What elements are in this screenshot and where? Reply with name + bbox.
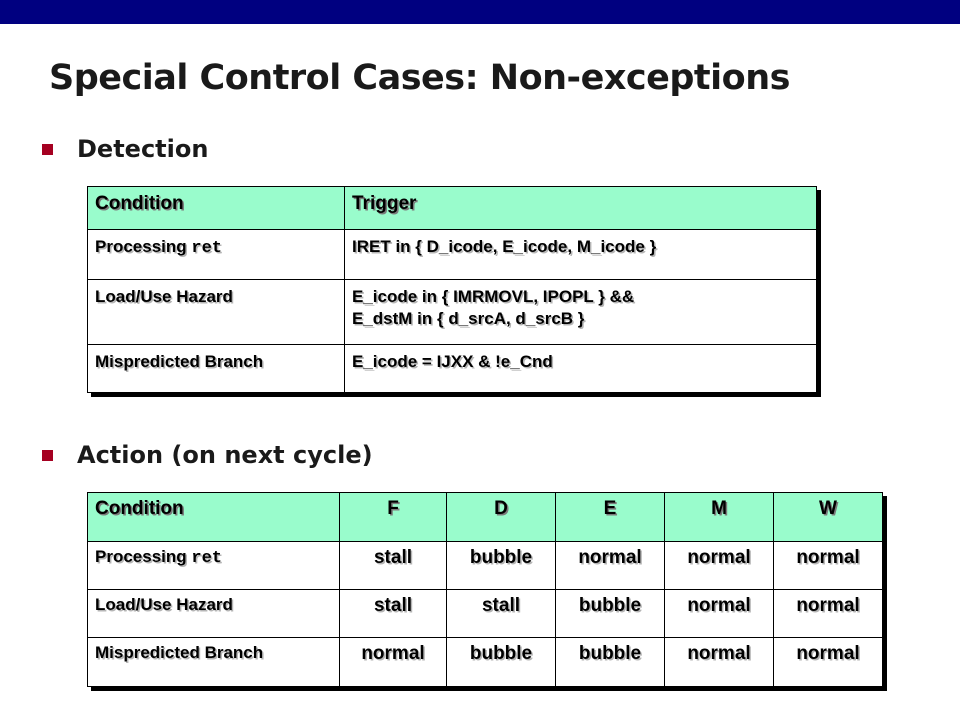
action-table: Condition F D E M W Processing ret stall… bbox=[87, 492, 883, 687]
stage-e-cell: normal bbox=[555, 541, 665, 590]
bullet-square-icon bbox=[42, 143, 53, 155]
detection-header-row: Condition Trigger bbox=[87, 186, 817, 230]
detection-trigger-cell: E_icode = IJXX & !e_Cnd bbox=[344, 344, 817, 393]
action-condition-cell: Mispredicted Branch bbox=[87, 637, 340, 687]
trigger-line: IRET in { D_icode, E_icode, M_icode } bbox=[352, 237, 657, 256]
slide-title: Special Control Cases: Non-exceptions bbox=[49, 58, 790, 98]
action-header-condition: Condition bbox=[87, 492, 340, 542]
action-row: Load/Use Hazard stall stall bubble norma… bbox=[87, 589, 883, 638]
bullet-square-icon bbox=[42, 449, 53, 461]
condition-code: ret bbox=[191, 239, 222, 258]
condition-label: Load/Use Hazard bbox=[95, 287, 233, 306]
condition-label: Processing bbox=[95, 237, 192, 256]
stage-m-cell: normal bbox=[664, 589, 774, 638]
detection-trigger-cell: E_icode in { IMRMOVL, IPOPL } && E_dstM i… bbox=[344, 279, 817, 345]
stage-d-cell: bubble bbox=[446, 541, 556, 590]
bullet-detection-label: Detection bbox=[77, 135, 209, 163]
stage-f-cell: normal bbox=[339, 637, 447, 687]
trigger-line: E_icode = IJXX & !e_Cnd bbox=[352, 352, 553, 371]
stage-e-cell: bubble bbox=[555, 589, 665, 638]
detection-condition-cell: Load/Use Hazard bbox=[87, 279, 345, 345]
detection-condition-cell: Mispredicted Branch bbox=[87, 344, 345, 393]
detection-row: Load/Use Hazard E_icode in { IMRMOVL, IP… bbox=[87, 279, 817, 345]
action-header-w: W bbox=[773, 492, 883, 542]
detection-trigger-cell: IRET in { D_icode, E_icode, M_icode } bbox=[344, 229, 817, 280]
condition-label: Mispredicted Branch bbox=[95, 352, 264, 371]
action-header-f: F bbox=[339, 492, 447, 542]
condition-label: Load/Use Hazard bbox=[95, 595, 233, 614]
bullet-action: Action (on next cycle) bbox=[42, 441, 373, 469]
detection-header-trigger: Trigger bbox=[344, 186, 817, 230]
detection-header-condition: Condition bbox=[87, 186, 345, 230]
action-header-e: E bbox=[555, 492, 665, 542]
stage-m-cell: normal bbox=[664, 637, 774, 687]
stage-w-cell: normal bbox=[773, 541, 883, 590]
trigger-line: E_icode in { IMRMOVL, IPOPL } && bbox=[352, 287, 635, 306]
condition-code: ret bbox=[191, 549, 222, 568]
stage-e-cell: bubble bbox=[555, 637, 665, 687]
detection-condition-cell: Processing ret bbox=[87, 229, 345, 280]
bullet-detection: Detection bbox=[42, 135, 208, 163]
action-header-m: M bbox=[664, 492, 774, 542]
stage-d-cell: bubble bbox=[446, 637, 556, 687]
stage-w-cell: normal bbox=[773, 589, 883, 638]
stage-m-cell: normal bbox=[664, 541, 774, 590]
detection-row: Mispredicted Branch E_icode = IJXX & !e_… bbox=[87, 344, 817, 393]
action-condition-cell: Load/Use Hazard bbox=[87, 589, 340, 638]
action-header-row: Condition F D E M W bbox=[87, 492, 883, 542]
action-row: Processing ret stall bubble normal norma… bbox=[87, 541, 883, 590]
stage-w-cell: normal bbox=[773, 637, 883, 687]
detection-row: Processing ret IRET in { D_icode, E_icod… bbox=[87, 229, 817, 280]
condition-label: Mispredicted Branch bbox=[95, 643, 264, 662]
stage-d-cell: stall bbox=[446, 589, 556, 638]
top-bar bbox=[0, 0, 960, 24]
action-header-d: D bbox=[446, 492, 556, 542]
condition-label: Processing bbox=[95, 547, 192, 566]
action-condition-cell: Processing ret bbox=[87, 541, 340, 590]
trigger-line: E_dstM in { d_srcA, d_srcB } bbox=[352, 309, 585, 328]
stage-f-cell: stall bbox=[339, 541, 447, 590]
action-row: Mispredicted Branch normal bubble bubble… bbox=[87, 637, 883, 687]
bullet-action-label: Action (on next cycle) bbox=[77, 441, 373, 469]
stage-f-cell: stall bbox=[339, 589, 447, 638]
detection-table: Condition Trigger Processing ret IRET in… bbox=[87, 186, 817, 393]
